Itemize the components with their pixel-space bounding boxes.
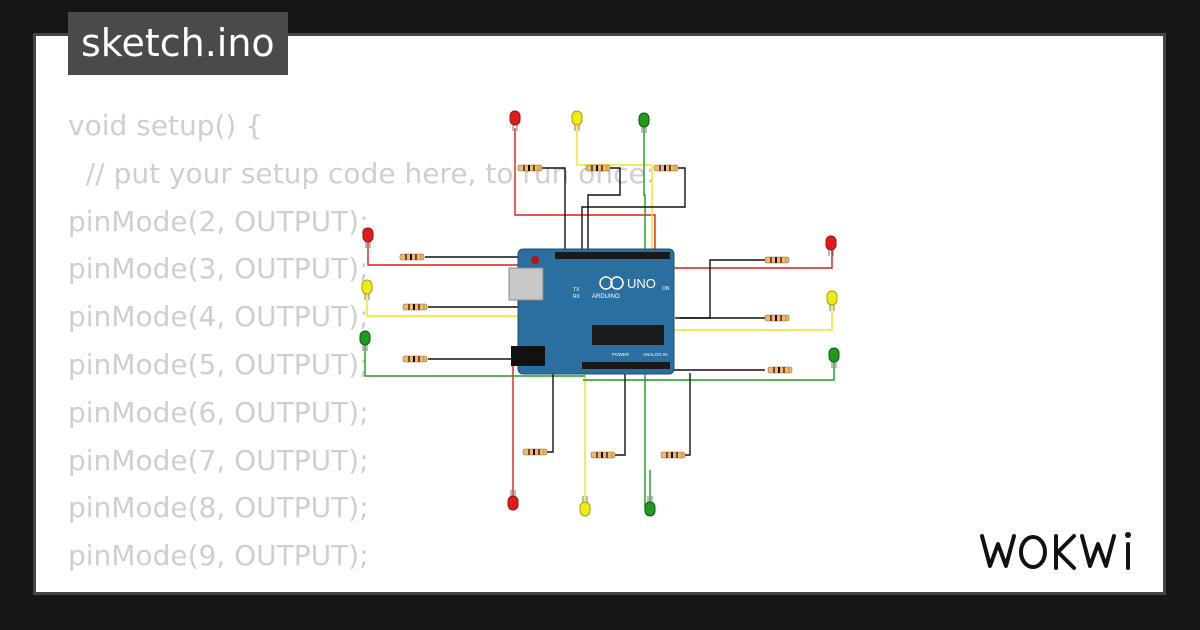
code-line: pinMode(2, OUTPUT);	[68, 204, 369, 238]
code-line: pinMode(10, OUTPUT);	[68, 580, 655, 592]
power-jack	[511, 346, 545, 366]
analog-in-label: ANALOG IN	[643, 352, 668, 357]
wire-green	[364, 343, 585, 377]
resistor[interactable]	[767, 366, 793, 374]
code-line: pinMode(6, OUTPUT);	[68, 395, 369, 429]
preview-card: void setup() { // put your setup code he…	[33, 33, 1166, 595]
analog-header	[582, 362, 670, 369]
resistor[interactable]	[522, 448, 548, 456]
code-line: pinMode(7, OUTPUT);	[68, 443, 369, 477]
led-red[interactable]	[507, 490, 519, 511]
led-yellow[interactable]	[579, 496, 591, 517]
code-line: void setup() {	[68, 109, 264, 142]
code-line: pinMode(8, OUTPUT);	[68, 491, 369, 525]
arduino-uno-board[interactable]: UNO ARDUINO ON TX RX POWER ANALOG IN	[508, 248, 675, 375]
wire-black	[587, 167, 621, 250]
wire-green	[583, 360, 835, 381]
code-line: pinMode(3, OUTPUT);	[68, 252, 369, 286]
tx-label: TX	[573, 287, 580, 293]
wire-black	[541, 167, 566, 250]
wire-yellow	[576, 126, 653, 270]
arduino-logo-icon	[599, 276, 613, 290]
resistor[interactable]	[590, 451, 616, 459]
wire-red	[514, 128, 656, 268]
leds	[359, 110, 840, 517]
led-yellow[interactable]	[361, 279, 373, 300]
led-red[interactable]	[509, 110, 521, 131]
board-model-label: UNO	[627, 276, 656, 291]
resistor[interactable]	[585, 164, 611, 172]
microcontroller-chip	[592, 325, 664, 345]
resistor[interactable]	[764, 256, 790, 264]
resistor[interactable]	[402, 355, 428, 363]
board-brand-label: ARDUINO	[592, 294, 620, 300]
wire-black	[581, 167, 686, 250]
led-red[interactable]	[362, 227, 374, 248]
rx-label: RX	[573, 294, 581, 300]
wire-black	[523, 373, 554, 453]
led-yellow[interactable]	[571, 110, 583, 131]
led-green[interactable]	[359, 330, 371, 351]
resistor[interactable]	[399, 253, 425, 261]
arduino-logo-icon	[610, 276, 624, 290]
code-line: pinMode(4, OUTPUT);	[68, 300, 369, 334]
code-line: pinMode(5, OUTPUT);	[68, 347, 369, 381]
resistor[interactable]	[653, 164, 679, 172]
code-line: pinMode(9, OUTPUT);	[68, 539, 369, 573]
wire-red	[367, 240, 585, 266]
power-label: POWER	[612, 352, 630, 357]
on-label: ON	[662, 286, 670, 292]
reset-button[interactable]	[531, 256, 539, 264]
resistor[interactable]	[402, 303, 428, 311]
code-line: // put your setup code here, to run once…	[68, 156, 656, 190]
resistor[interactable]	[660, 451, 686, 459]
wire-black	[684, 373, 691, 456]
resistor[interactable]	[764, 314, 790, 322]
file-tab[interactable]: sketch.ino	[68, 12, 288, 75]
led-red[interactable]	[825, 235, 837, 256]
wires	[364, 126, 835, 508]
resistor[interactable]	[517, 164, 543, 172]
led-yellow[interactable]	[826, 290, 838, 311]
wokwi-logo	[980, 532, 1131, 570]
code-editor: void setup() { // put your setup code he…	[68, 102, 656, 592]
led-green[interactable]	[644, 496, 656, 517]
led-green[interactable]	[828, 347, 840, 368]
led-green[interactable]	[638, 112, 650, 133]
digital-header	[555, 252, 670, 259]
wire-black	[613, 373, 626, 456]
usb-port	[508, 267, 544, 301]
